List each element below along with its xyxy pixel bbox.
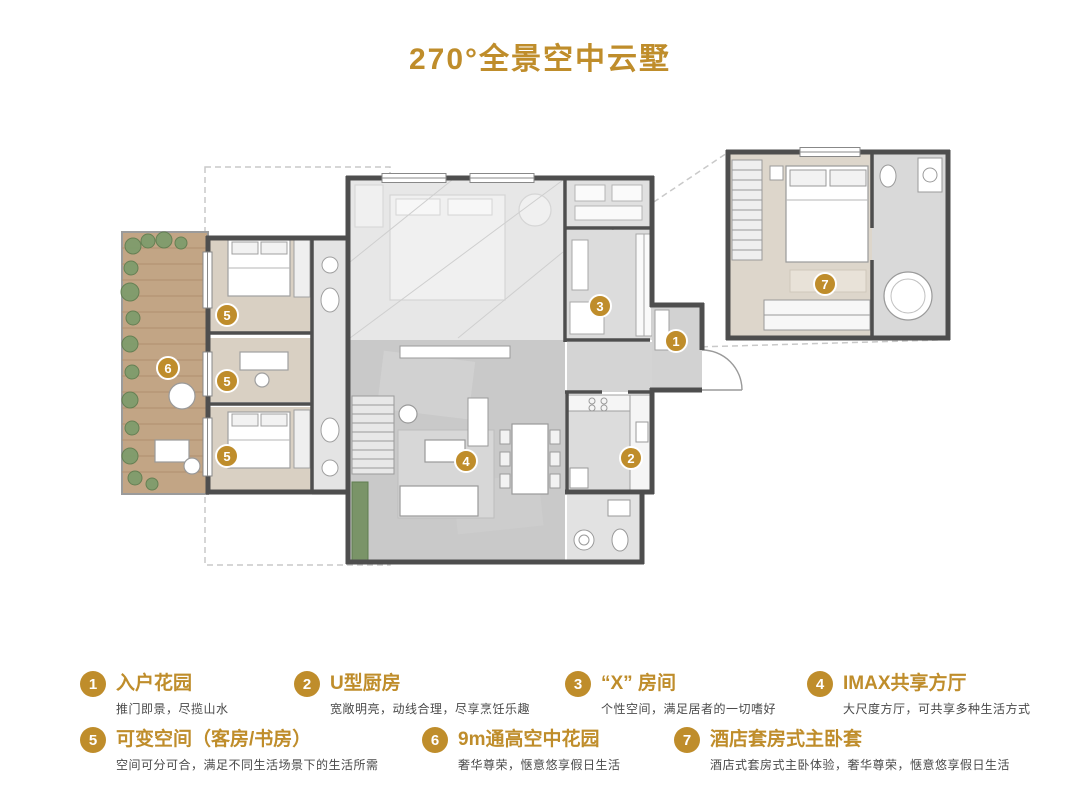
garden-plants [120, 231, 188, 491]
legend-title-2: U型厨房 [330, 673, 401, 694]
upper-void-room [348, 178, 565, 340]
legend-desc-5: 空间可分可合，满足不同生活场景下的生活所需 [116, 758, 379, 772]
legend-item-flex-space: 5 可变空间（客房/书房） 空间可分可合，满足不同生活场景下的生活所需 [80, 727, 379, 773]
plan-marker-2: 2 [619, 446, 643, 470]
plan-marker-5b: 5 [215, 369, 239, 393]
legend-title-5: 可变空间（客房/书房） [116, 729, 312, 750]
legend-desc-6: 奢华尊荣，惬意悠享假日生活 [458, 758, 621, 772]
garden-sofa [154, 439, 190, 463]
legend-badge-4: 4 [807, 671, 833, 697]
living-hall [348, 340, 565, 562]
main-unit-walls [202, 173, 705, 565]
legend-title-1: 入户花园 [116, 673, 193, 694]
legend-item-u-kitchen: 2 U型厨房 宽敞明亮，动线合理，尽享烹饪乐趣 [294, 671, 530, 717]
legend-title-7: 酒店套房式主卧套 [710, 729, 863, 750]
legend-item-master-suite: 7 酒店套房式主卧套 酒店式套房式主卧体验，奢华尊荣，惬意悠享假日生活 [674, 727, 1010, 773]
legend-badge-6: 6 [422, 727, 448, 753]
legend-desc-1: 推门即景，尽揽山水 [116, 702, 229, 716]
closet-room [567, 178, 652, 228]
utility-room [567, 495, 642, 560]
master-suite-plan [725, 147, 951, 341]
legend-badge-1: 1 [80, 671, 106, 697]
legend-desc-7: 酒店式套房式主卧体验，奢华尊荣，惬意悠享假日生活 [710, 758, 1011, 772]
kitchen [566, 394, 653, 493]
legend-desc-3: 个性空间，满足居者的一切嗜好 [601, 702, 777, 716]
legend-badge-2: 2 [294, 671, 320, 697]
legend-badge-3: 3 [565, 671, 591, 697]
plan-marker-5a: 5 [215, 303, 239, 327]
bathroom-column [312, 238, 348, 495]
legend-item-entry-garden: 1 入户花园 推门即景，尽揽山水 [80, 671, 229, 717]
indoor-planter [351, 481, 369, 561]
legend-desc-4: 大尺度方厅，可共享多种生活方式 [843, 702, 1031, 716]
windows [202, 173, 535, 477]
legend-item-sky-garden: 6 9m通高空中花园 奢华尊荣，惬意悠享假日生活 [422, 727, 621, 773]
page-title: 270°全景空中云墅 [408, 43, 672, 76]
plan-marker-1: 1 [664, 329, 688, 353]
legend-desc-2: 宽敞明亮，动线合理，尽享烹饪乐趣 [330, 702, 531, 716]
legend-item-x-room: 3 “X” 房间 个性空间，满足居者的一切嗜好 [565, 671, 776, 717]
garden-chair [183, 457, 201, 475]
plan-marker-7: 7 [813, 272, 837, 296]
x-room [567, 230, 653, 340]
plan-marker-4: 4 [454, 449, 478, 473]
entry-door-swing [701, 349, 743, 391]
legend-title-3: “X” 房间 [601, 673, 676, 694]
legend-title-4: IMAX共享方厅 [843, 673, 967, 694]
garden-table [168, 382, 196, 410]
legend-badge-7: 7 [674, 727, 700, 753]
legend-title-6: 9m通高空中花园 [458, 729, 600, 750]
legend-item-imax-hall: 4 IMAX共享方厅 大尺度方厅，可共享多种生活方式 [807, 671, 1031, 717]
plan-marker-5c: 5 [215, 444, 239, 468]
legend-badge-5: 5 [80, 727, 106, 753]
plan-marker-6: 6 [156, 356, 180, 380]
plan-marker-3: 3 [588, 294, 612, 318]
